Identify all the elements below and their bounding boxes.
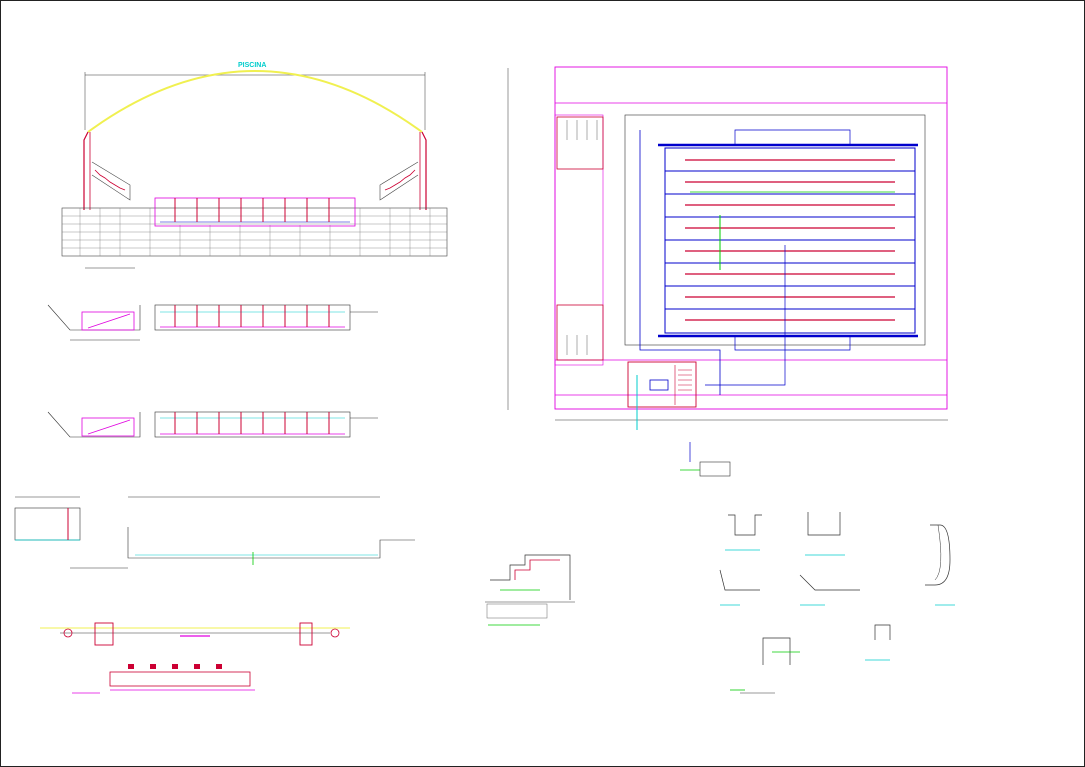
legend-symbol (680, 442, 731, 477)
arched-roof (87, 70, 423, 133)
pool-deck (624, 114, 926, 346)
piping-main (639, 130, 721, 395)
changing-room-bottom (556, 304, 604, 361)
pool-basin (154, 197, 356, 227)
pool-long-section (14, 496, 415, 569)
floor-plan (507, 66, 948, 430)
pool-section-b (47, 411, 378, 438)
lane-posts (174, 198, 330, 222)
pool-hall-section: PISCINA (61, 62, 448, 269)
overflow-detail (485, 554, 575, 626)
pool-plan-detail (40, 622, 350, 694)
site-boundary (554, 66, 948, 410)
section-title: PISCINA (238, 62, 266, 69)
changing-room-top (556, 116, 604, 170)
lane-dividers (665, 170, 915, 310)
pool-section-a (47, 304, 378, 341)
gutter-details (719, 512, 955, 694)
machine-room (627, 361, 697, 408)
